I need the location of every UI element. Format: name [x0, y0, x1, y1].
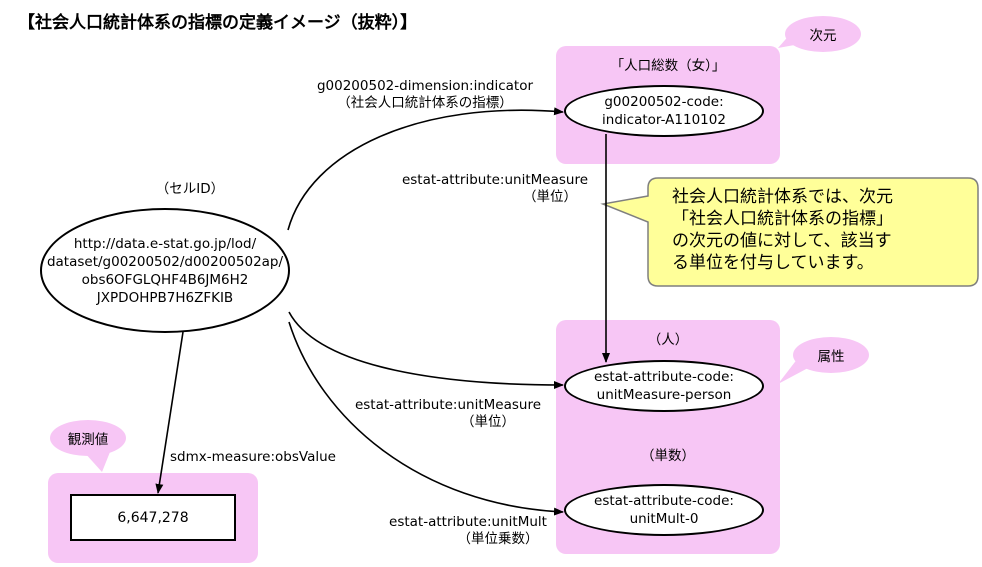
dimension-caption: 「人口総数（女）」	[610, 58, 726, 74]
indicator-edge-label: g00200502-dimension:indicator （社会人口統計体系の…	[316, 78, 534, 111]
dimension-code-node: g00200502-code: indicator-A110102	[564, 85, 764, 137]
diagram-title: 【社会人口統計体系の指標の定義イメージ（抜粋）】	[18, 13, 418, 33]
observation-value-box: 6,647,278	[70, 494, 236, 541]
obs-value-edge	[155, 331, 184, 494]
unit-person-line: estat-attribute-code:	[594, 369, 734, 385]
unit-from-dimension-edge-label: estat-attribute:unitMeasure （単位）	[401, 172, 589, 205]
dimension-code-line: indicator-A110102	[602, 112, 726, 128]
unit-person-line: unitMeasure-person	[596, 387, 732, 403]
unit-from-cell-edge-label: estat-attribute:unitMeasure （単位）	[354, 397, 542, 430]
dimension-code-line: g00200502-code:	[604, 94, 724, 110]
unit-mult-line: estat-attribute-code:	[594, 493, 734, 509]
cell-id-line: http://data.e-stat.go.jp/lod/	[73, 235, 257, 252]
cell-id-line: obs6OFGLQHF4B6JM6H2	[81, 271, 249, 288]
explanation-callout-shape	[600, 177, 979, 287]
unit-mult-line: unitMult-0	[629, 511, 699, 527]
unit-mult-node: estat-attribute-code: unitMult-0	[564, 484, 764, 536]
observation-tag-bubble	[50, 420, 126, 472]
dimension-tag: 次元	[809, 28, 837, 44]
unit-person-node: estat-attribute-code: unitMeasure-person	[564, 360, 764, 412]
cell-id-node: http://data.e-stat.go.jp/lod/ dataset/g0…	[40, 208, 290, 333]
unit-mult-edge-label: estat-attribute:unitMult （単位乗数）	[389, 514, 547, 547]
cell-id-line: dataset/g00200502/d00200502ap/	[46, 253, 284, 270]
dimension-tag-bubble	[778, 16, 861, 52]
cell-id-line: JXPDOHPB7H6ZFKIB	[96, 289, 234, 306]
observation-tag: 観測値	[67, 432, 109, 448]
attribute-tag-bubble	[778, 337, 869, 384]
unit-from-cell-edge	[288, 311, 564, 389]
indicator-edge	[287, 107, 564, 231]
unit-person-caption: （人）	[647, 332, 689, 348]
unit-mult-edge	[288, 321, 564, 516]
cell-id-caption: （セルID）	[155, 181, 225, 197]
unit-mult-caption: （単数）	[641, 448, 695, 464]
explanation-callout-text: 社会人口統計体系では、次元 「社会人口統計体系の指標」 の次元の値に対して、該当…	[672, 187, 893, 273]
attribute-tag: 属性	[817, 349, 845, 365]
obs-value-edge-label: sdmx-measure:obsValue	[170, 449, 336, 465]
